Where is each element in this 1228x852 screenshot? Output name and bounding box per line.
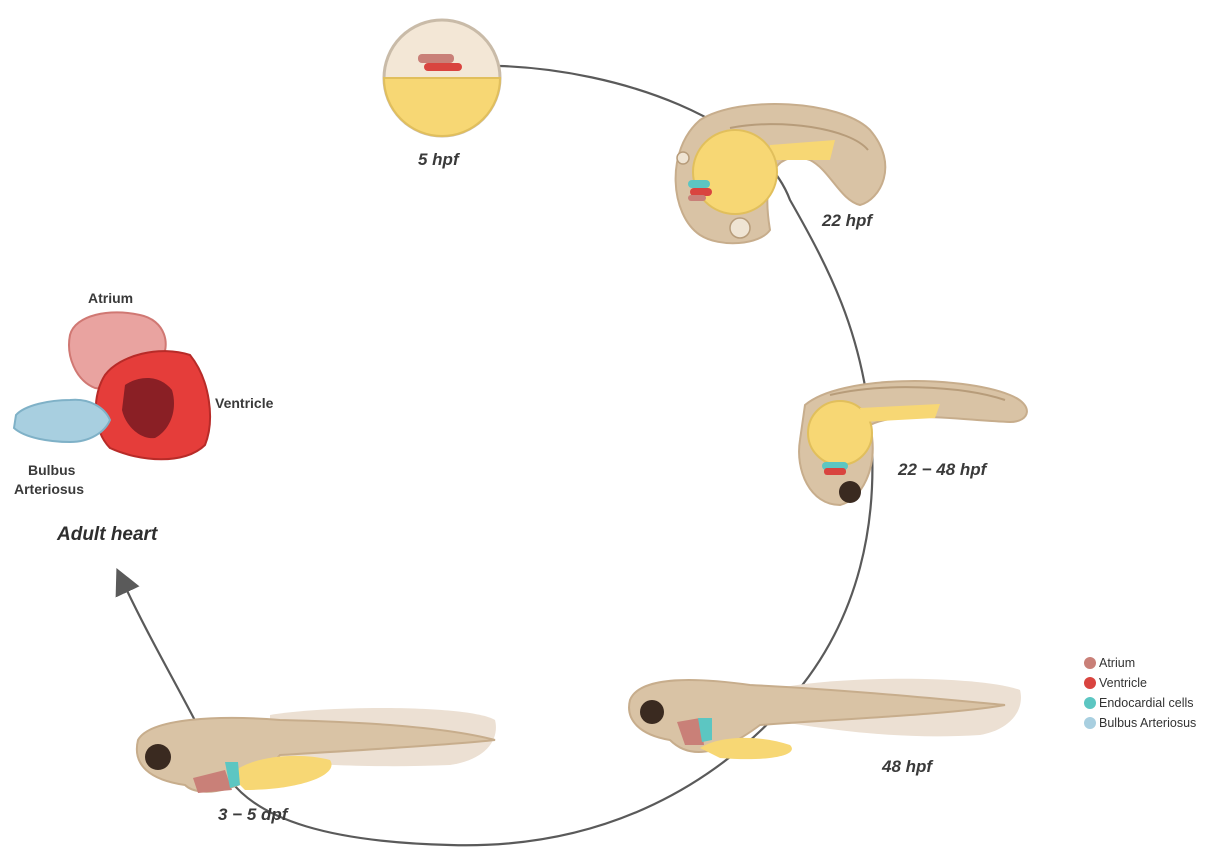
- heart-label-bulbus-line2: Arteriosus: [14, 481, 84, 497]
- legend-swatch-bulbus: [1084, 717, 1096, 729]
- larva-3-5dpf: [137, 708, 496, 793]
- heart-label-bulbus-line1: Bulbus: [28, 462, 76, 478]
- legend-swatch-atrium: [1084, 657, 1096, 669]
- heart-label-ventricle: Ventricle: [215, 395, 274, 411]
- larva-48hpf: [629, 679, 1021, 759]
- legend-label-endocardial: Endocardial cells: [1099, 696, 1194, 710]
- stage-label-3-5dpf: 3 − 5 dpf: [218, 805, 290, 824]
- stage-label-22hpf: 22 hpf: [821, 211, 874, 230]
- legend-swatch-ventricle: [1084, 677, 1096, 689]
- embryo-5hpf: [384, 20, 500, 136]
- adult-heart-title: Adult heart: [56, 524, 158, 545]
- bulbus-arteriosus: [14, 400, 110, 442]
- arrow-to-adult-heart: [122, 580, 205, 740]
- heart-label-atrium: Atrium: [88, 290, 133, 306]
- embryo-22-48hpf: [799, 381, 1027, 505]
- legend-swatch-endocardial: [1084, 697, 1096, 709]
- stage-label-22-48hpf: 22 − 48 hpf: [897, 460, 989, 479]
- stage-label-48hpf: 48 hpf: [881, 757, 934, 776]
- legend-label-atrium: Atrium: [1099, 656, 1135, 670]
- legend-label-ventricle: Ventricle: [1099, 676, 1147, 690]
- stage-label-5hpf: 5 hpf: [418, 150, 461, 169]
- adult-heart: [14, 312, 210, 459]
- legend: Atrium Ventricle Endocardial cells Bulbu…: [1084, 656, 1196, 730]
- legend-label-bulbus: Bulbus Arteriosus: [1099, 716, 1196, 730]
